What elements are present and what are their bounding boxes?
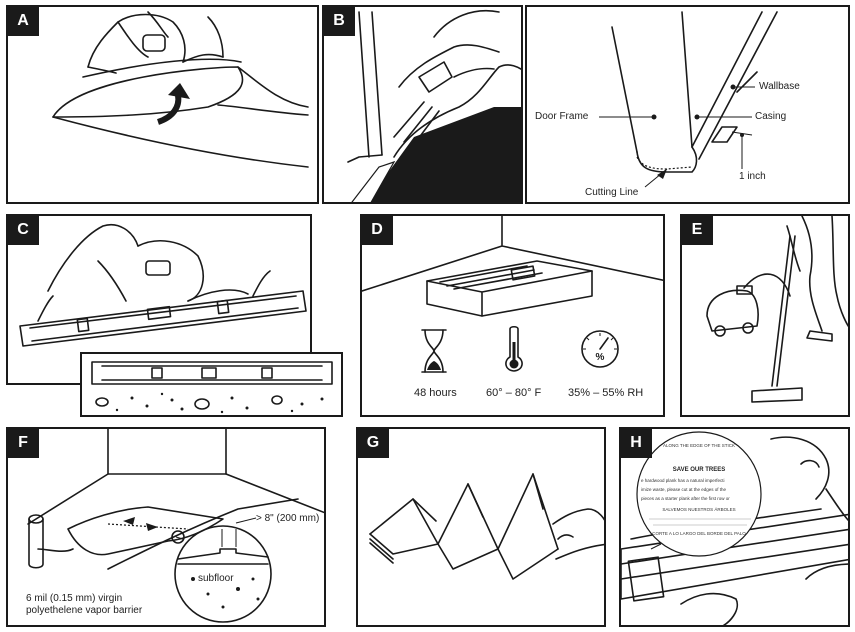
panel-c: C: [6, 214, 312, 385]
panel-e-letter: E: [682, 216, 713, 245]
condition-time: 48 hours: [414, 387, 457, 399]
condition-temperature: 60° – 80° F: [486, 387, 542, 399]
panel-g-letter: G: [358, 429, 389, 458]
panel-e: E: [680, 214, 850, 417]
panel-d: D % 48 hours 60° – 80° F 35% – 55% RH: [360, 214, 665, 417]
hourglass-icon: [421, 329, 447, 373]
label-line2: imize waste, please cut at the edges of …: [641, 487, 727, 492]
panel-h-plank-inspection-illustration: ALONG THE EDGE OF THE STICK SAVE OUR TRE…: [621, 431, 848, 625]
panel-h-letter: H: [621, 429, 652, 458]
gauge-percent-symbol: %: [596, 352, 605, 363]
label-barrier-line1: 6 mil (0.15 mm) virgin: [26, 593, 123, 604]
label-casing: Casing: [755, 111, 787, 122]
panel-f-vapor-barrier-illustration: [27, 429, 324, 623]
panel-c-letter: C: [8, 216, 39, 245]
panel-h: H ALONG THE EDGE OF THE STICK SAVE OUR T…: [619, 427, 850, 627]
label-line4: SALVEMOS NUESTROS ÁRBOLES: [662, 506, 735, 512]
panel-b-diagram: Wallbase Door Frame Casing 1 inch Cuttin…: [525, 5, 850, 204]
panel-b-letter: B: [324, 7, 355, 36]
label-barrier-line2: polyethelene vapor barrier: [26, 605, 143, 616]
panel-a: A: [6, 5, 319, 204]
label-subfloor: subfloor: [198, 573, 234, 584]
label-line1: e hardwood plank has a natural imperfect…: [641, 478, 725, 483]
panel-g: G: [356, 427, 606, 627]
panel-c-inset-illustration: [91, 361, 333, 414]
panel-c-inset: [80, 352, 343, 417]
panel-d-letter: D: [362, 216, 393, 245]
panel-b-door-frame-cut-illustration: [347, 10, 521, 202]
humidity-gauge-icon: %: [581, 330, 619, 368]
panel-b-cutting-line-diagram: [599, 11, 778, 188]
panel-c-level-check-illustration: [19, 224, 307, 347]
label-overlap: > 8" (200 mm): [256, 513, 320, 524]
label-line3: pieces as a starter plank after the firs…: [641, 496, 730, 501]
panel-d-acclimation-illustration: [362, 216, 663, 317]
panel-f: F > 8" (200 mm) subfloor 6 mil (0.15 mm)…: [6, 427, 326, 627]
panel-f-letter: F: [8, 429, 39, 458]
label-door-frame: Door Frame: [535, 111, 589, 122]
label-one-inch: 1 inch: [739, 171, 766, 182]
panel-a-illustration: [52, 11, 309, 168]
condition-humidity: 35% – 55% RH: [568, 387, 644, 399]
panel-a-letter: A: [8, 7, 39, 36]
label-top-text: ALONG THE EDGE OF THE STICK: [663, 443, 735, 448]
label-line5: CORTE A LO LARGO DEL BORDE DEL PALO: [652, 531, 746, 536]
panel-e-vacuum-illustration: [706, 216, 848, 403]
panel-g-underlayment-illustration: [369, 473, 604, 580]
thermometer-icon: [505, 325, 523, 372]
panel-b-photo: B: [322, 5, 523, 204]
label-wallbase: Wallbase: [759, 81, 800, 92]
label-heading: SAVE OUR TREES: [673, 467, 726, 473]
label-cutting-line: Cutting Line: [585, 187, 639, 198]
